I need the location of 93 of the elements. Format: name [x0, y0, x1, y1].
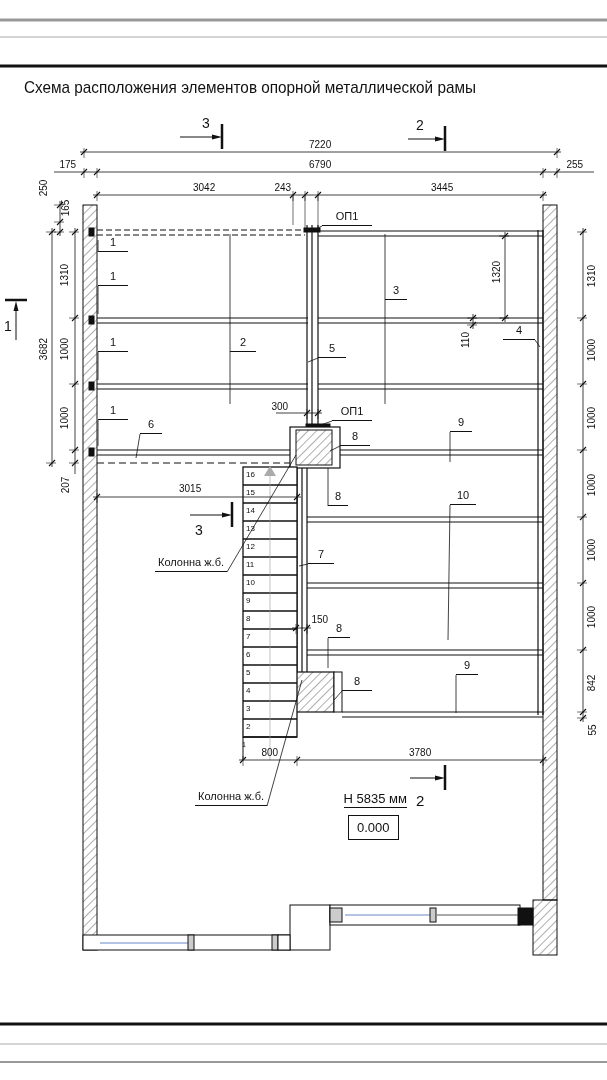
- callout-label: Колонна ж.б.: [155, 557, 227, 572]
- dimension-value: 3780: [409, 748, 432, 758]
- dimension-value: 207: [60, 476, 71, 494]
- step-number: 11: [246, 561, 255, 569]
- callout-number: 1: [98, 271, 128, 286]
- dimension-value: 3015: [179, 484, 202, 494]
- dimension-value: 1000: [60, 337, 71, 361]
- dimension-value: 1000: [587, 473, 598, 497]
- section-mark-number: 2: [416, 118, 424, 132]
- dimension-value: 3042: [193, 183, 216, 193]
- dimension-value: 175: [59, 160, 77, 170]
- leader-line: [97, 419, 99, 447]
- dimension-value: 1000: [587, 406, 598, 430]
- elevation-text: Н 5835 мм: [343, 792, 407, 808]
- callout-number: 5: [318, 343, 346, 358]
- section-mark-number: 3: [202, 116, 210, 130]
- step-number: 10: [246, 579, 255, 587]
- step-number: 4: [246, 687, 251, 695]
- leader-line: [298, 563, 309, 567]
- callout-number: 8: [328, 491, 348, 506]
- dimension-value: 165: [60, 199, 71, 217]
- leader-line: [266, 679, 303, 807]
- dimension-value: 1310: [60, 263, 71, 287]
- dimension-value: 110: [461, 332, 471, 348]
- callout-number: 9: [450, 417, 472, 432]
- callout-number: 8: [328, 623, 350, 638]
- leader-line: [449, 431, 451, 463]
- dimension-value: 3445: [431, 183, 454, 193]
- leader-line: [97, 351, 99, 381]
- dimension-value: 842: [586, 674, 597, 692]
- step-number: 14: [246, 507, 255, 515]
- callout-number: 9: [456, 660, 478, 675]
- leader-line: [455, 674, 457, 714]
- leader-line: [327, 637, 329, 669]
- step-number: 12: [246, 543, 255, 551]
- callout-number: 1: [98, 337, 128, 352]
- leader-line: [226, 454, 297, 573]
- callout-label: Колонна ж.б.: [195, 791, 267, 806]
- dimension-value: 1000: [60, 406, 71, 430]
- step-number: 6: [246, 651, 251, 659]
- callout-number: 4: [503, 325, 535, 340]
- step-number: 3: [246, 705, 251, 713]
- step-number: 5: [246, 669, 251, 677]
- dimension-value: 250: [38, 179, 49, 197]
- dimension-value: 55: [587, 724, 598, 736]
- callout-number: 7: [308, 549, 334, 564]
- callout-number: 8: [340, 431, 370, 446]
- dimension-value: 1000: [587, 338, 598, 362]
- dimension-value: 1000: [587, 538, 598, 562]
- callout-number: 6: [140, 419, 162, 434]
- leader-line: [327, 467, 329, 507]
- section-mark-number: 1: [4, 319, 12, 333]
- title: Схема расположения элементов опорной металлической рамы: [24, 79, 476, 96]
- dimension-value: 800: [261, 748, 279, 758]
- leader-line: [333, 690, 343, 701]
- dimension-value: 255: [566, 160, 584, 170]
- callout-number: 10: [450, 490, 476, 505]
- step-number: 15: [246, 489, 255, 497]
- callout-number: ОП1: [332, 406, 372, 421]
- callout-number: 1: [98, 405, 128, 420]
- callout-number: 1: [98, 237, 128, 252]
- leader-line: [329, 445, 341, 452]
- dimension-value: 1000: [587, 605, 598, 629]
- dimension-value: 7220: [309, 140, 332, 150]
- step-number: 7: [246, 633, 251, 641]
- step-number: 2: [246, 723, 251, 731]
- callout-number: 8: [342, 676, 372, 691]
- dimension-value: 300: [271, 402, 289, 412]
- dimension-value: 1310: [587, 264, 598, 288]
- dimension-value: 1320: [492, 260, 503, 284]
- leader-line: [135, 433, 141, 459]
- leader-line: [229, 233, 231, 405]
- callout-number: 2: [230, 337, 256, 352]
- callout-number: ОП1: [322, 211, 372, 226]
- step-number: 13: [246, 525, 255, 533]
- elevation-mark-box: 0.000: [348, 815, 399, 840]
- section-mark-number: 3: [195, 523, 203, 537]
- leader-line: [307, 357, 319, 363]
- dimension-value: 6790: [309, 160, 332, 170]
- dimension-value: 243: [274, 183, 292, 193]
- callout-number: 3: [385, 285, 407, 300]
- leader-line: [447, 504, 451, 641]
- step-number: 16: [246, 471, 255, 479]
- dimension-value: 3682: [39, 337, 50, 361]
- leader-line: [97, 239, 99, 253]
- leader-line: [384, 233, 386, 405]
- section-mark-number: 2: [416, 792, 425, 808]
- leader-line: [311, 225, 323, 232]
- dimension-value: 150: [311, 615, 329, 625]
- step-number: 9: [246, 597, 251, 605]
- leader-line: [534, 339, 541, 348]
- leader-line: [97, 285, 99, 315]
- step-number: 8: [246, 615, 251, 623]
